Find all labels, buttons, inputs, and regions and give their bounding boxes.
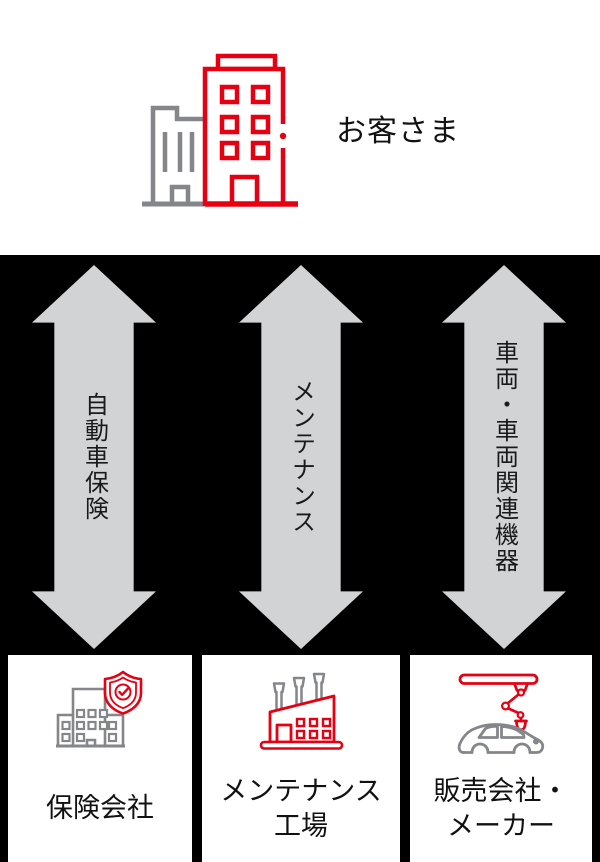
car-body-icon <box>457 723 544 754</box>
robot-arm-icon <box>458 673 538 731</box>
flow-arrow-auto-insurance: 自動車保険 <box>32 265 156 649</box>
shield-check-icon <box>103 670 143 715</box>
partners-row: 保険会社 <box>0 655 600 862</box>
customer-buildings-icon <box>142 53 298 207</box>
insurance-icon-wrap <box>55 655 145 755</box>
arrow-label-auto-insurance: 自動車保険 <box>80 392 108 522</box>
factory-icon-wrap <box>254 655 349 755</box>
partner-card-dealer: 販売会社・ メーカー <box>410 655 592 862</box>
partner-card-insurance: 保険会社 <box>8 655 192 862</box>
partner-label-insurance: 保険会社 <box>46 793 154 823</box>
insurance-company-icon <box>56 670 143 748</box>
dealer-icon-wrap <box>454 655 549 755</box>
partner-label-factory: メンテナンス 工場 <box>220 775 382 841</box>
customer-label: お客さま <box>336 114 460 148</box>
dealer-manufacturer-icon <box>457 673 544 754</box>
partner-label-dealer: 販売会社・ メーカー <box>433 775 569 841</box>
arrow-label-vehicles: 車両・車両関連機器 <box>490 340 518 574</box>
customer-section: お客さま <box>0 0 600 255</box>
flow-section: 自動車保険 メンテナンス 車両・車両関連機器 <box>0 255 600 862</box>
maintenance-factory-icon <box>259 672 343 750</box>
flow-arrow-vehicles: 車両・車両関連機器 <box>442 265 566 649</box>
partner-card-factory: メンテナンス 工場 <box>202 655 400 862</box>
flow-arrow-maintenance: メンテナンス <box>239 265 363 649</box>
arrow-label-maintenance: メンテナンス <box>287 379 315 535</box>
